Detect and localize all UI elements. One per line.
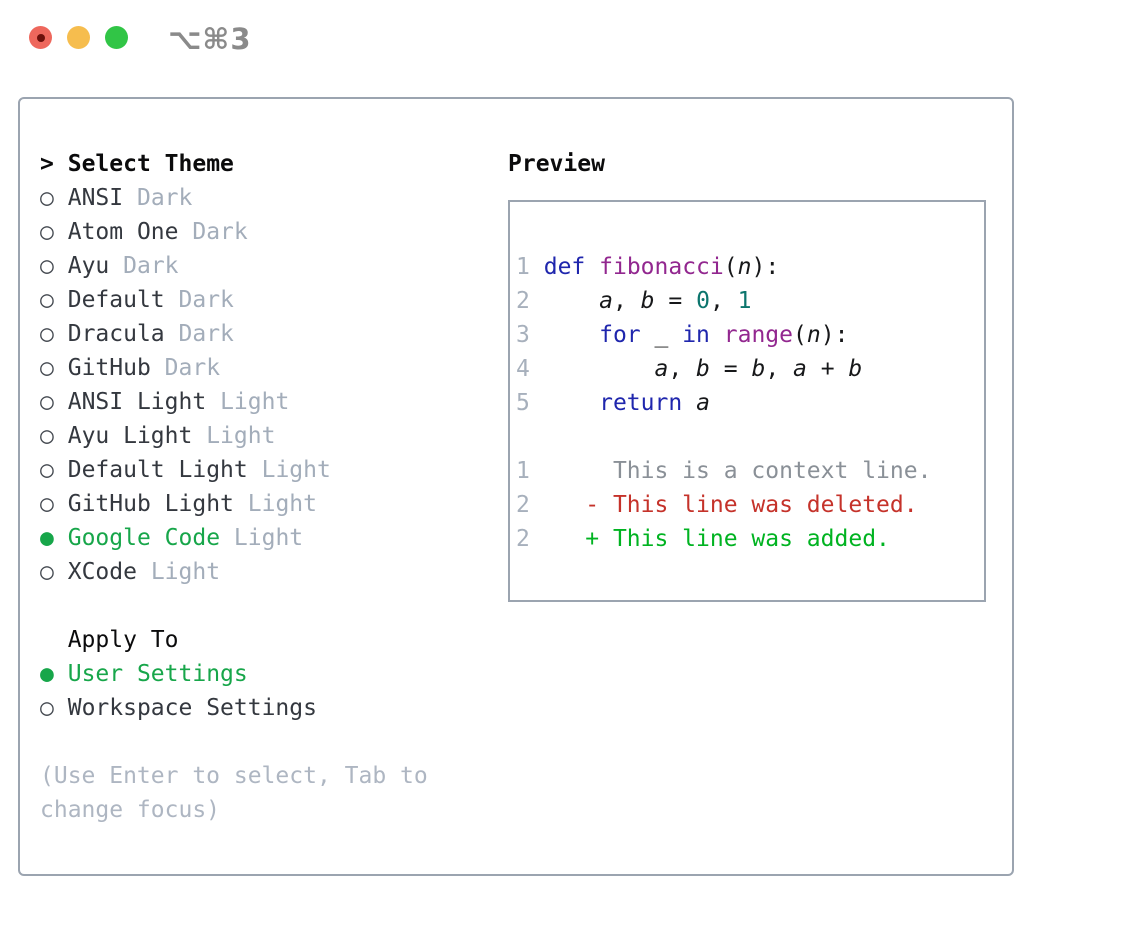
line-number: 5: [516, 390, 530, 416]
theme-option-ayu[interactable]: ○ Ayu Dark: [40, 249, 428, 283]
radio-unselected-icon: ○: [40, 185, 54, 211]
theme-variant-tag: Dark: [192, 219, 248, 245]
theme-name: Ayu Light: [67, 423, 193, 449]
radio-unselected-icon: ○: [40, 219, 54, 245]
select-theme-header: > Select Theme: [40, 147, 428, 181]
code-line: 1 This is a context line.: [516, 458, 932, 484]
apply-option-name: Workspace Settings: [67, 695, 317, 721]
apply-option-name: User Settings: [67, 661, 248, 687]
titlebar: ⌥⌘3: [0, 0, 1140, 74]
theme-name: Atom One: [67, 219, 179, 245]
theme-name: GitHub Light: [67, 491, 234, 517]
theme-name: Default Light: [67, 457, 248, 483]
theme-name: Dracula: [67, 321, 165, 347]
theme-variant-tag: Dark: [178, 287, 234, 313]
theme-option-ayu-light[interactable]: ○ Ayu Light Light: [40, 419, 428, 453]
keyboard-hint-line-2: change focus): [40, 797, 221, 823]
theme-option-ansi-light[interactable]: ○ ANSI Light Light: [40, 385, 428, 419]
apply-option-workspace-settings[interactable]: ○ Workspace Settings: [40, 691, 428, 725]
radio-unselected-icon: ○: [40, 321, 54, 347]
line-number: 2: [516, 492, 530, 518]
theme-variant-tag: Dark: [123, 253, 179, 279]
preview-title: Preview: [508, 151, 605, 177]
line-number: 2: [516, 526, 530, 552]
theme-name: Ayu: [67, 253, 110, 279]
radio-unselected-icon: ○: [40, 389, 54, 415]
line-number: 1: [516, 458, 530, 484]
spacer: [40, 725, 428, 759]
theme-name: Google Code: [67, 525, 221, 551]
zoom-button[interactable]: [105, 26, 128, 49]
preview-box: 1 def fibonacci(n): 2 a, b = 0, 1 3 for _ …: [508, 200, 986, 602]
code-line: 1 def fibonacci(n):: [516, 254, 780, 280]
code-line: 2 + This line was added.: [516, 526, 890, 552]
theme-variant-tag: Dark: [136, 185, 193, 211]
preview-section: Preview: [508, 147, 605, 181]
line-number: 3: [516, 322, 530, 348]
radio-unselected-icon: ○: [40, 253, 54, 279]
code-line: 2 - This line was deleted.: [516, 492, 918, 518]
theme-option-dracula[interactable]: ○ Dracula Dark: [40, 317, 428, 351]
code-line: 4 a, b = b, a + b: [516, 356, 863, 382]
theme-name: ANSI: [67, 185, 124, 211]
code-line: 2 a, b = 0, 1: [516, 288, 752, 314]
theme-name: Default: [67, 287, 165, 313]
theme-variant-tag: Light: [233, 525, 304, 551]
window-title: ⌥⌘3: [168, 22, 252, 56]
theme-variant-tag: Light: [206, 423, 276, 449]
apply-option-user-settings[interactable]: ● User Settings: [40, 657, 428, 691]
theme-name: ANSI Light: [67, 389, 207, 415]
line-number: 4: [516, 356, 530, 382]
close-dot-icon: [37, 34, 45, 42]
radio-unselected-icon: ○: [40, 287, 54, 313]
theme-option-default-light[interactable]: ○ Default Light Light: [40, 453, 428, 487]
keyboard-hint-line-1: (Use Enter to select, Tab to: [40, 763, 428, 789]
theme-variant-tag: Dark: [164, 355, 221, 381]
theme-option-google-code[interactable]: ● Google Code Light: [40, 521, 428, 555]
radio-selected-icon: ●: [40, 525, 54, 551]
code-line: 5 return a: [516, 390, 710, 416]
close-button[interactable]: [29, 26, 52, 49]
theme-option-github[interactable]: ○ GitHub Dark: [40, 351, 428, 385]
theme-option-atom-one[interactable]: ○ Atom One Dark: [40, 215, 428, 249]
theme-picker-panel: > Select Theme ○ ANSI Dark○ Atom One Dar…: [18, 97, 1014, 876]
theme-name: XCode: [67, 559, 137, 585]
radio-unselected-icon: ○: [40, 423, 54, 449]
blank-line: [516, 420, 984, 454]
line-number: 2: [516, 288, 530, 314]
theme-name: GitHub: [67, 355, 151, 381]
theme-option-xcode[interactable]: ○ XCode Light: [40, 555, 428, 589]
focus-caret-icon: >: [40, 151, 54, 177]
radio-unselected-icon: ○: [40, 457, 54, 483]
minimize-button[interactable]: [67, 26, 90, 49]
blank-line: [516, 556, 984, 590]
apply-to-header: Apply To: [40, 623, 428, 657]
theme-variant-tag: Light: [220, 389, 290, 415]
radio-unselected-icon: ○: [40, 695, 54, 721]
line-number: 1: [516, 254, 530, 280]
select-theme-title: Select Theme: [67, 151, 234, 177]
code-line: 3 for _ in range(n):: [516, 322, 849, 348]
radio-unselected-icon: ○: [40, 355, 54, 381]
radio-unselected-icon: ○: [40, 559, 54, 585]
theme-option-ansi[interactable]: ○ ANSI Dark: [40, 181, 428, 215]
theme-variant-tag: Light: [150, 559, 221, 585]
spacer: [40, 589, 428, 623]
theme-list: > Select Theme ○ ANSI Dark○ Atom One Dar…: [40, 147, 428, 827]
theme-variant-tag: Light: [247, 491, 317, 517]
theme-option-default[interactable]: ○ Default Dark: [40, 283, 428, 317]
blank-line: [516, 216, 984, 250]
radio-unselected-icon: ○: [40, 491, 54, 517]
radio-selected-icon: ●: [40, 661, 54, 687]
theme-variant-tag: Dark: [178, 321, 234, 347]
theme-option-github-light[interactable]: ○ GitHub Light Light: [40, 487, 428, 521]
theme-variant-tag: Light: [261, 457, 331, 483]
apply-to-label: Apply To: [40, 627, 179, 653]
